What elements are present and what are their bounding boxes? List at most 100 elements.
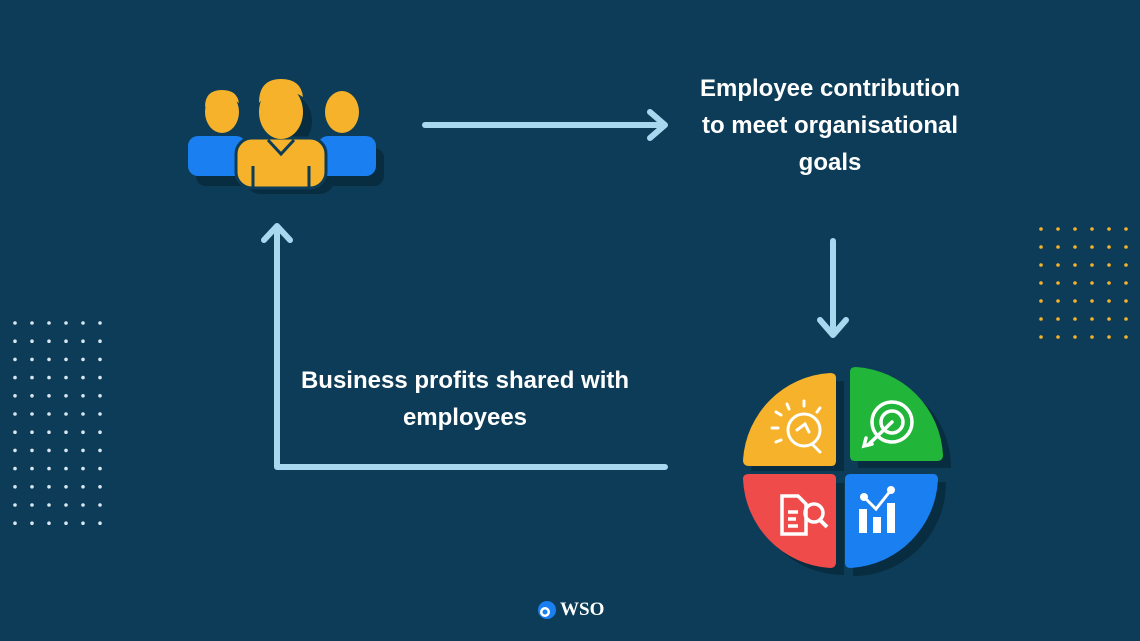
arrow-right: [422, 109, 668, 141]
target-quadrant: [850, 367, 943, 461]
dot: [98, 321, 102, 325]
dot: [13, 466, 17, 471]
dot: [1039, 281, 1043, 285]
dot: [13, 357, 17, 362]
dot: [81, 321, 85, 325]
dot: [13, 412, 17, 416]
dot: [64, 339, 68, 344]
dot: [47, 394, 51, 398]
dot: [13, 448, 17, 453]
dot: [98, 430, 102, 435]
dot: [64, 485, 68, 489]
document-search-quadrant: [743, 474, 836, 568]
dot: [81, 357, 85, 362]
dot: [47, 521, 51, 525]
dot: [1107, 263, 1111, 267]
dot: [1056, 227, 1060, 231]
dot: [13, 430, 17, 435]
dot: [30, 430, 34, 435]
dot: [13, 485, 17, 489]
dot: [1107, 317, 1111, 321]
dot: [1056, 281, 1060, 285]
dot: [1124, 281, 1128, 285]
dot: [30, 503, 34, 507]
dot: [64, 375, 68, 380]
dot: [81, 466, 85, 471]
dot: [47, 375, 51, 380]
dot: [98, 375, 102, 380]
dot: [98, 394, 102, 398]
dot: [30, 394, 34, 398]
decorative-dots-left: [13, 321, 102, 525]
dot: [64, 357, 68, 362]
dot: [1056, 335, 1060, 339]
dot: [1073, 245, 1077, 249]
dot: [81, 430, 85, 435]
dot: [13, 321, 17, 325]
dot: [1056, 263, 1060, 267]
dot: [30, 466, 34, 471]
dot: [13, 521, 17, 525]
arrow-loop-up: [261, 223, 668, 470]
dot: [47, 339, 51, 344]
dot: [1124, 227, 1128, 231]
wso-logo-text: WSO: [560, 599, 605, 620]
dot: [1124, 245, 1128, 249]
dot: [81, 485, 85, 489]
employees-group-icon: [188, 79, 384, 194]
arrow-down: [817, 238, 849, 338]
goals-pie-icon: [743, 367, 951, 576]
dot: [1090, 227, 1094, 231]
dot: [47, 503, 51, 507]
dot: [30, 521, 34, 525]
dot: [64, 412, 68, 416]
dot: [98, 503, 102, 507]
dot: [1090, 245, 1094, 249]
wso-logo-icon: [538, 601, 556, 619]
dot: [81, 394, 85, 398]
dot: [1039, 299, 1043, 303]
dot: [1124, 263, 1128, 267]
dot: [1124, 299, 1128, 303]
dot: [1073, 317, 1077, 321]
dot: [81, 375, 85, 380]
dot: [64, 503, 68, 507]
dot: [64, 321, 68, 325]
dot: [1073, 227, 1077, 231]
dot: [47, 485, 51, 489]
dot: [1090, 281, 1094, 285]
dot: [47, 430, 51, 435]
dot: [1124, 317, 1128, 321]
dot: [1107, 281, 1111, 285]
dot: [98, 466, 102, 471]
dot: [1039, 335, 1043, 339]
dot: [30, 485, 34, 489]
dot: [98, 412, 102, 416]
document-search-icon: [780, 494, 829, 536]
dot: [98, 521, 102, 525]
dot: [30, 375, 34, 380]
dot: [1090, 335, 1094, 339]
dot: [47, 448, 51, 453]
dot: [30, 321, 34, 325]
dot: [64, 448, 68, 453]
dot: [1107, 299, 1111, 303]
dot: [1039, 245, 1043, 249]
dot: [98, 339, 102, 344]
profits-shared-label: Business profits shared with employees: [300, 367, 630, 431]
dot: [1090, 299, 1094, 303]
dot: [98, 485, 102, 489]
dot: [64, 394, 68, 398]
dot: [30, 412, 34, 416]
lightbulb-icon: [770, 399, 822, 454]
dot: [13, 394, 17, 398]
dot: [81, 521, 85, 525]
dot: [1039, 263, 1043, 267]
dot: [1056, 245, 1060, 249]
dot: [1124, 335, 1128, 339]
dot: [47, 357, 51, 362]
dot: [1090, 317, 1094, 321]
employee-contribution-label: Employee contribution to meet organisati…: [699, 75, 960, 176]
dot: [81, 412, 85, 416]
